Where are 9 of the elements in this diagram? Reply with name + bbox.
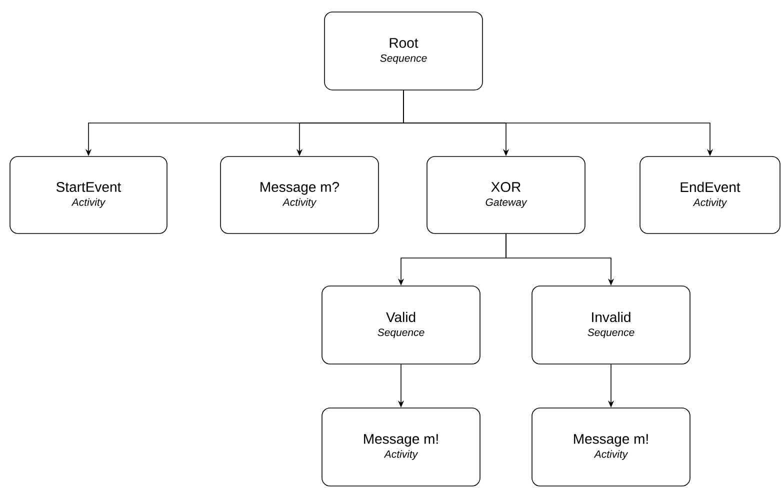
node-box: Valid Sequence [322,286,480,364]
node-box: StartEvent Activity [10,156,168,234]
node-box: Message m? Activity [220,156,379,234]
node-box: EndEvent Activity [640,156,780,234]
node-box: Invalid Sequence [532,286,690,364]
node-box: Message m! Activity [322,408,480,486]
node-box: XOR Gateway [426,156,586,234]
node-box: Root Sequence [324,12,483,90]
node-box: Message m! Activity [532,408,690,486]
